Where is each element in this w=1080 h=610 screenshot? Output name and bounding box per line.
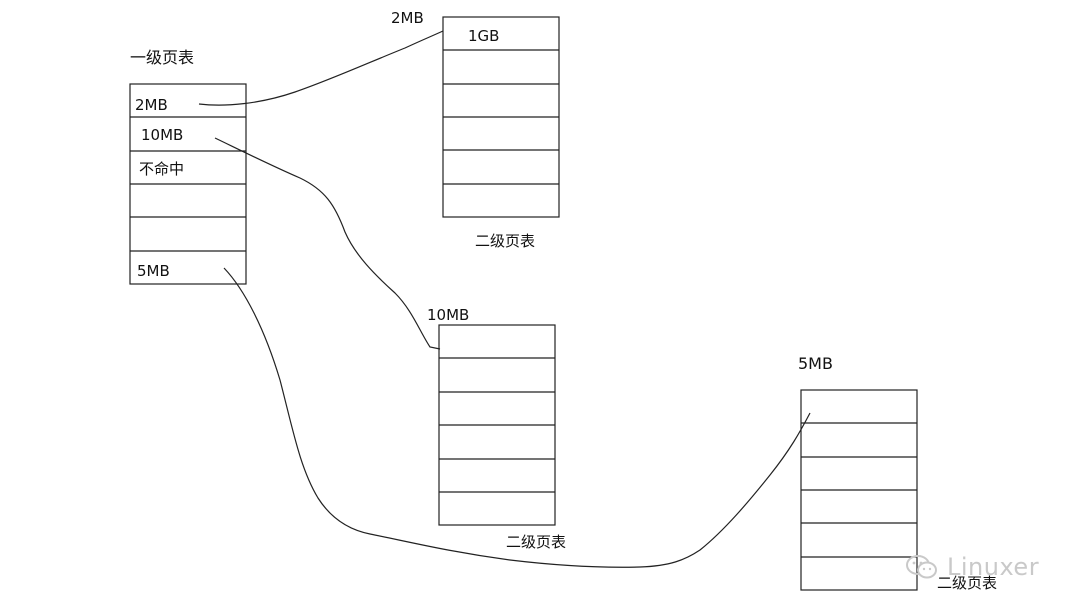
connector-5mb (223, 267, 811, 568)
watermark: Linuxer (905, 553, 1039, 581)
connector-2mb (198, 30, 444, 106)
connector-10mb (214, 137, 441, 350)
primary-entry-5mb: 5MB (137, 262, 170, 280)
secondary-2mb-entry-1gb: 1GB (468, 27, 500, 45)
primary-entry-10mb: 10MB (141, 126, 184, 144)
watermark-text: Linuxer (947, 553, 1040, 581)
primary-entry-miss: 不命中 (139, 160, 185, 178)
secondary-10mb-caption: 二级页表 (506, 533, 567, 551)
secondary-5mb-caption: 二级页表 (937, 574, 998, 592)
primary-page-table (129, 83, 247, 285)
wechat-icon (906, 555, 937, 579)
secondary-table-2mb (442, 16, 560, 218)
primary-entry-2mb: 2MB (135, 96, 168, 114)
secondary-table-10mb (438, 324, 556, 526)
secondary-5mb-header: 5MB (798, 354, 833, 373)
secondary-10mb-header: 10MB (427, 306, 470, 324)
secondary-2mb-header: 2MB (391, 9, 424, 27)
secondary-table-5mb (800, 389, 918, 591)
secondary-2mb-caption: 二级页表 (475, 232, 536, 250)
primary-table-title: 一级页表 (130, 48, 195, 67)
